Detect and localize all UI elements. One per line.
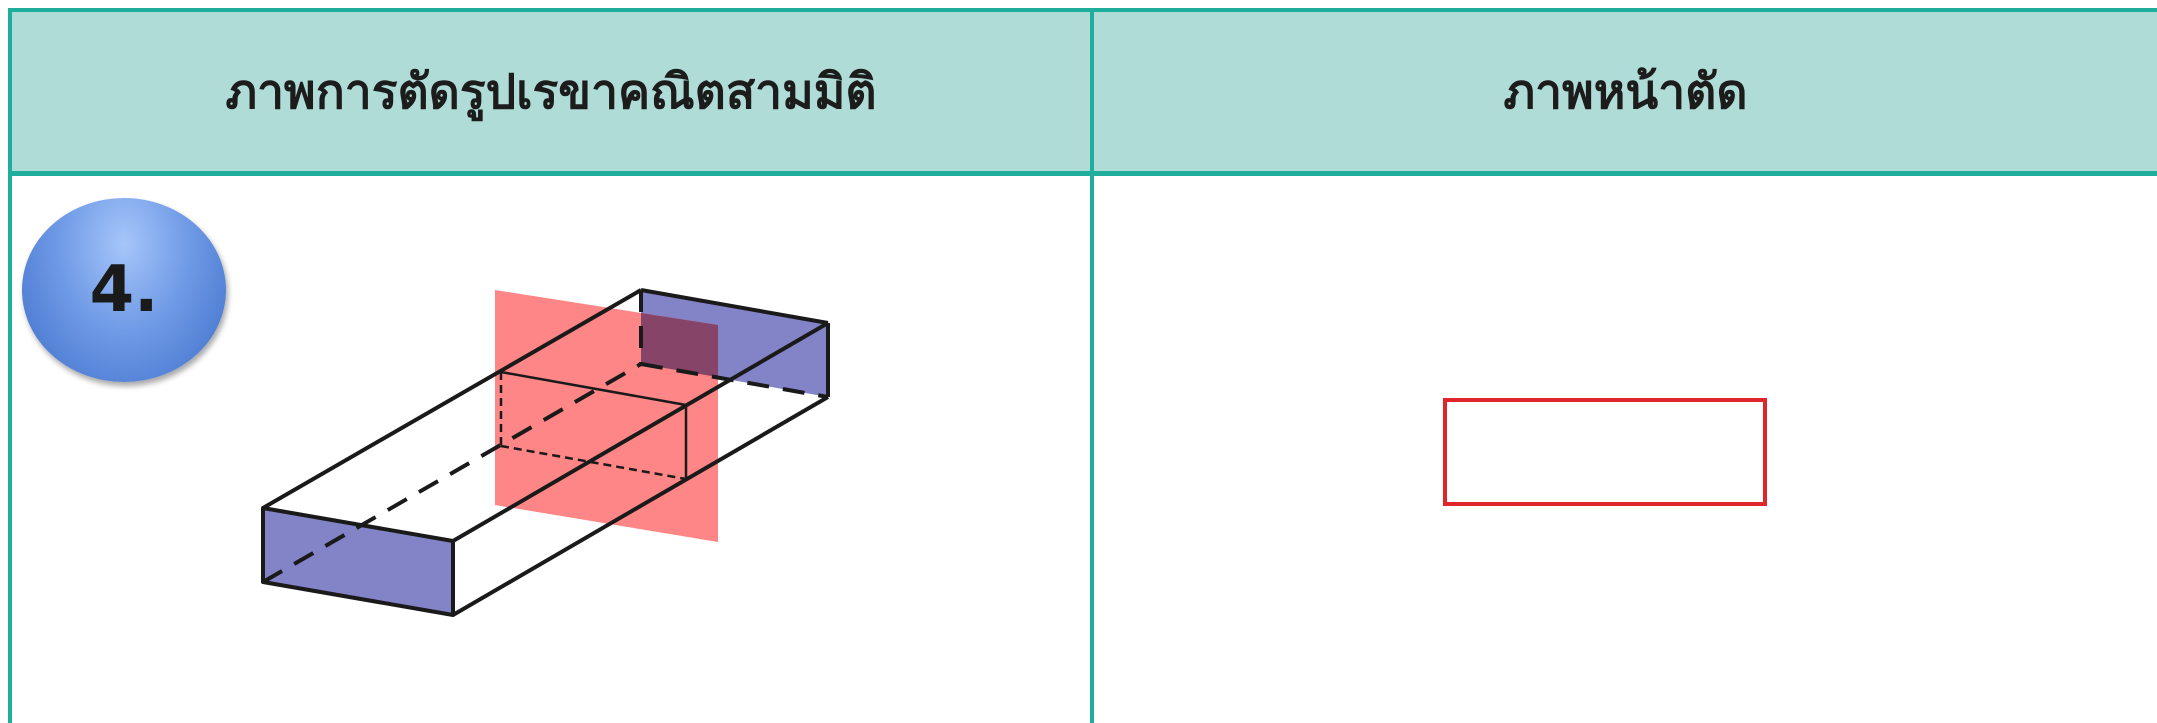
header-cross-section: ภาพหน้าตัด xyxy=(1094,12,2157,171)
table-border-top xyxy=(8,8,2157,12)
cell-cross-section xyxy=(1094,176,2157,723)
header-3d-cutting: ภาพการตัดรูปเรขาคณิตสามมิติ xyxy=(12,12,1090,171)
prism-visible-edges xyxy=(261,288,830,617)
table-border-middle xyxy=(1090,8,1094,723)
table-border-header xyxy=(8,171,2157,176)
table-border-left xyxy=(8,8,12,723)
section-outline-on-prism xyxy=(499,370,688,481)
row-number-badge: 4. xyxy=(22,198,226,382)
prism-hidden-edges xyxy=(262,290,829,584)
cross-section-rectangle xyxy=(1443,398,1767,506)
cutting-plane-overlap xyxy=(641,313,718,377)
